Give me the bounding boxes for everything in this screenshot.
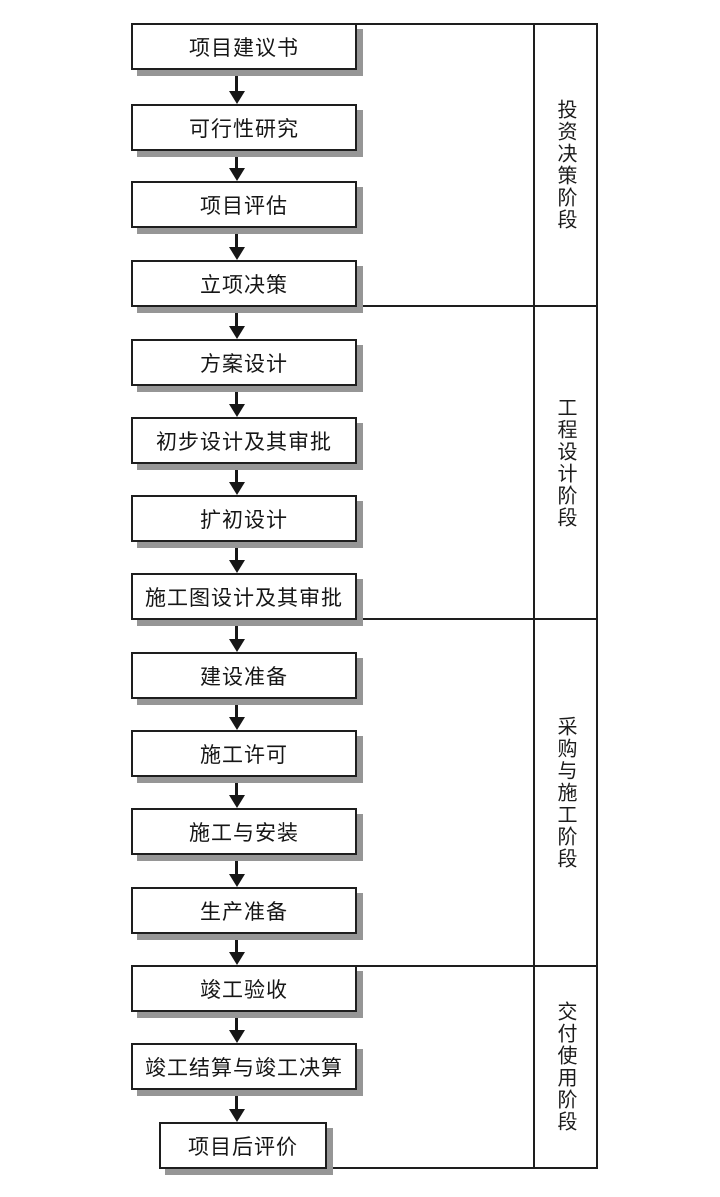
flow-arrow-1 — [228, 70, 245, 104]
flow-arrow-7 — [228, 542, 245, 573]
step-completion-settlement-final-accounts: 竣工结算与竣工决算 — [131, 1043, 357, 1090]
step-construction-preparation: 建设准备 — [131, 652, 357, 699]
phase-boundary-line-top — [355, 23, 598, 25]
flow-arrow-6 — [228, 464, 245, 495]
step-feasibility-study: 可行性研究 — [131, 104, 357, 151]
phase-boundary-line-1 — [355, 305, 598, 307]
flow-arrow-10 — [228, 777, 245, 808]
step-scheme-design: 方案设计 — [131, 339, 357, 386]
step-construction-permit: 施工许可 — [131, 730, 357, 777]
step-production-preparation: 生产准备 — [131, 887, 357, 934]
phase-boundary-line-3 — [355, 965, 598, 967]
flow-arrow-9 — [228, 699, 245, 730]
step-construction-drawing-design-approval: 施工图设计及其审批 — [131, 573, 357, 620]
step-project-proposal: 项目建议书 — [131, 23, 357, 70]
flow-arrow-3 — [228, 228, 245, 260]
flow-arrow-8 — [228, 620, 245, 652]
flow-arrow-4 — [228, 307, 245, 339]
flow-arrow-14 — [228, 1090, 245, 1122]
step-post-project-evaluation: 项目后评价 — [159, 1122, 327, 1169]
phase-engineering-design: 工程设计阶段 — [554, 396, 576, 529]
phase-column-left-border — [533, 23, 535, 1169]
flow-arrow-11 — [228, 855, 245, 887]
phase-delivery-use: 交付使用阶段 — [554, 1001, 576, 1133]
phase-investment-decision: 投资决策阶段 — [554, 99, 576, 231]
phase-column-right-border — [596, 23, 598, 1169]
flow-arrow-2 — [228, 151, 245, 181]
phase-procurement-construction: 采购与施工阶段 — [554, 715, 576, 870]
phase-boundary-line-2 — [355, 618, 598, 620]
step-construction-and-installation: 施工与安装 — [131, 808, 357, 855]
phase-boundary-line-bottom — [325, 1167, 598, 1169]
flow-arrow-5 — [228, 386, 245, 417]
flow-arrow-12 — [228, 934, 245, 965]
step-expanded-preliminary-design: 扩初设计 — [131, 495, 357, 542]
flow-arrow-13 — [228, 1012, 245, 1043]
step-preliminary-design-approval: 初步设计及其审批 — [131, 417, 357, 464]
step-project-evaluation: 项目评估 — [131, 181, 357, 228]
step-project-approval-decision: 立项决策 — [131, 260, 357, 307]
step-completion-acceptance: 竣工验收 — [131, 965, 357, 1012]
